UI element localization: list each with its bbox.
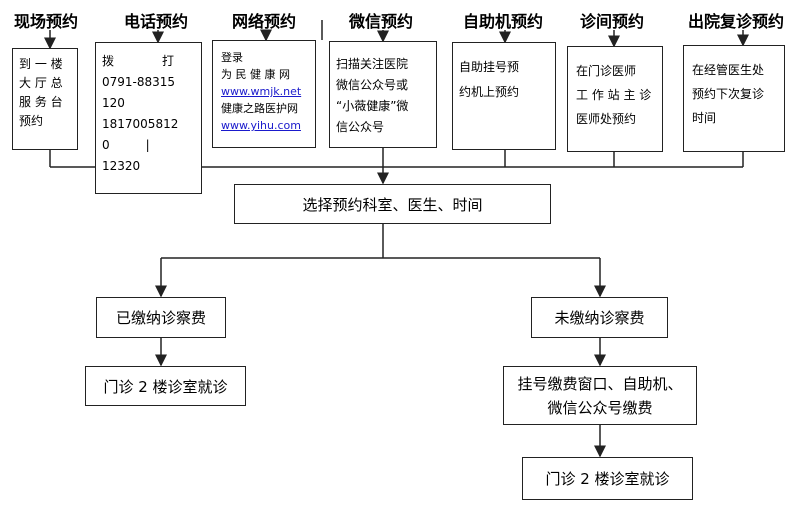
clinic-line: 在门诊医师 <box>576 64 637 78</box>
web-line: 健康之路医护网 <box>221 102 298 115</box>
header-clinic: 诊间预约 <box>580 12 645 31</box>
phone-line: 12320 <box>102 159 141 173</box>
header-kiosk: 自助机预约 <box>463 12 544 31</box>
wechat-line: 信公众号 <box>336 120 385 134</box>
kiosk-box: 自助挂号预 约机上预约 <box>452 42 556 150</box>
phone-line: 1817005812 <box>102 117 179 131</box>
unpaid-visit-box: 门诊 2 楼诊室就诊 <box>522 457 693 500</box>
paid-visit-box: 门诊 2 楼诊室就诊 <box>85 366 246 406</box>
clinic-line: 医师处预约 <box>576 112 637 126</box>
phone-box: 拨 打 0791-88315 120 1817005812 0 | 12320 <box>95 42 202 194</box>
discharge-box: 在经管医生处 预约下次复诊 时间 <box>683 45 785 152</box>
phone-line: 拨 打 <box>102 54 175 68</box>
web-line: 登录 <box>221 51 243 64</box>
web-line: 为 民 健 康 网 <box>221 68 290 81</box>
web-box: 登录 为 民 健 康 网 www.wmjk.net 健康之路医护网 www.yi… <box>212 40 316 148</box>
wechat-box: 扫描关注医院 微信公众号或 “小薇健康”微 信公众号 <box>329 41 437 148</box>
select-box: 选择预约科室、医生、时间 <box>234 184 551 224</box>
header-wechat: 微信预约 <box>349 12 414 31</box>
unpaid-box: 未缴纳诊察费 <box>531 297 668 338</box>
onsite-line: 预约 <box>19 114 44 128</box>
yihu-link[interactable]: www.yihu.com <box>221 119 301 132</box>
onsite-line: 服 务 台 <box>19 95 63 109</box>
header-phone: 电话预约 <box>124 12 189 31</box>
discharge-line: 时间 <box>692 111 717 125</box>
kiosk-line: 约机上预约 <box>459 85 520 99</box>
onsite-box: 到 一 楼 大 厅 总 服 务 台 预约 <box>12 48 78 150</box>
phone-line: 0791-88315 <box>102 75 176 89</box>
header-web: 网络预约 <box>232 12 297 31</box>
clinic-box: 在门诊医师 工 作 站 主 诊 医师处预约 <box>567 46 663 152</box>
onsite-line: 到 一 楼 <box>19 57 63 71</box>
paid-box: 已缴纳诊察费 <box>96 297 226 338</box>
onsite-line: 大 厅 总 <box>19 76 63 90</box>
clinic-line: 工 作 站 主 诊 <box>576 88 652 102</box>
wechat-line: 微信公众号或 <box>336 78 409 92</box>
wechat-line: “小薇健康”微 <box>336 99 409 113</box>
discharge-line: 在经管医生处 <box>692 63 765 77</box>
wechat-line: 扫描关注医院 <box>336 57 409 71</box>
discharge-line: 预约下次复诊 <box>692 87 765 101</box>
phone-line: 0 | <box>102 138 150 152</box>
header-discharge: 出院复诊预约 <box>688 12 785 31</box>
wmjk-link[interactable]: www.wmjk.net <box>221 85 302 98</box>
phone-line: 120 <box>102 96 125 110</box>
unpaid-pay-box: 挂号缴费窗口、自助机、微信公众号缴费 <box>503 366 697 425</box>
kiosk-line: 自助挂号预 <box>459 60 520 74</box>
header-onsite: 现场预约 <box>14 12 79 31</box>
